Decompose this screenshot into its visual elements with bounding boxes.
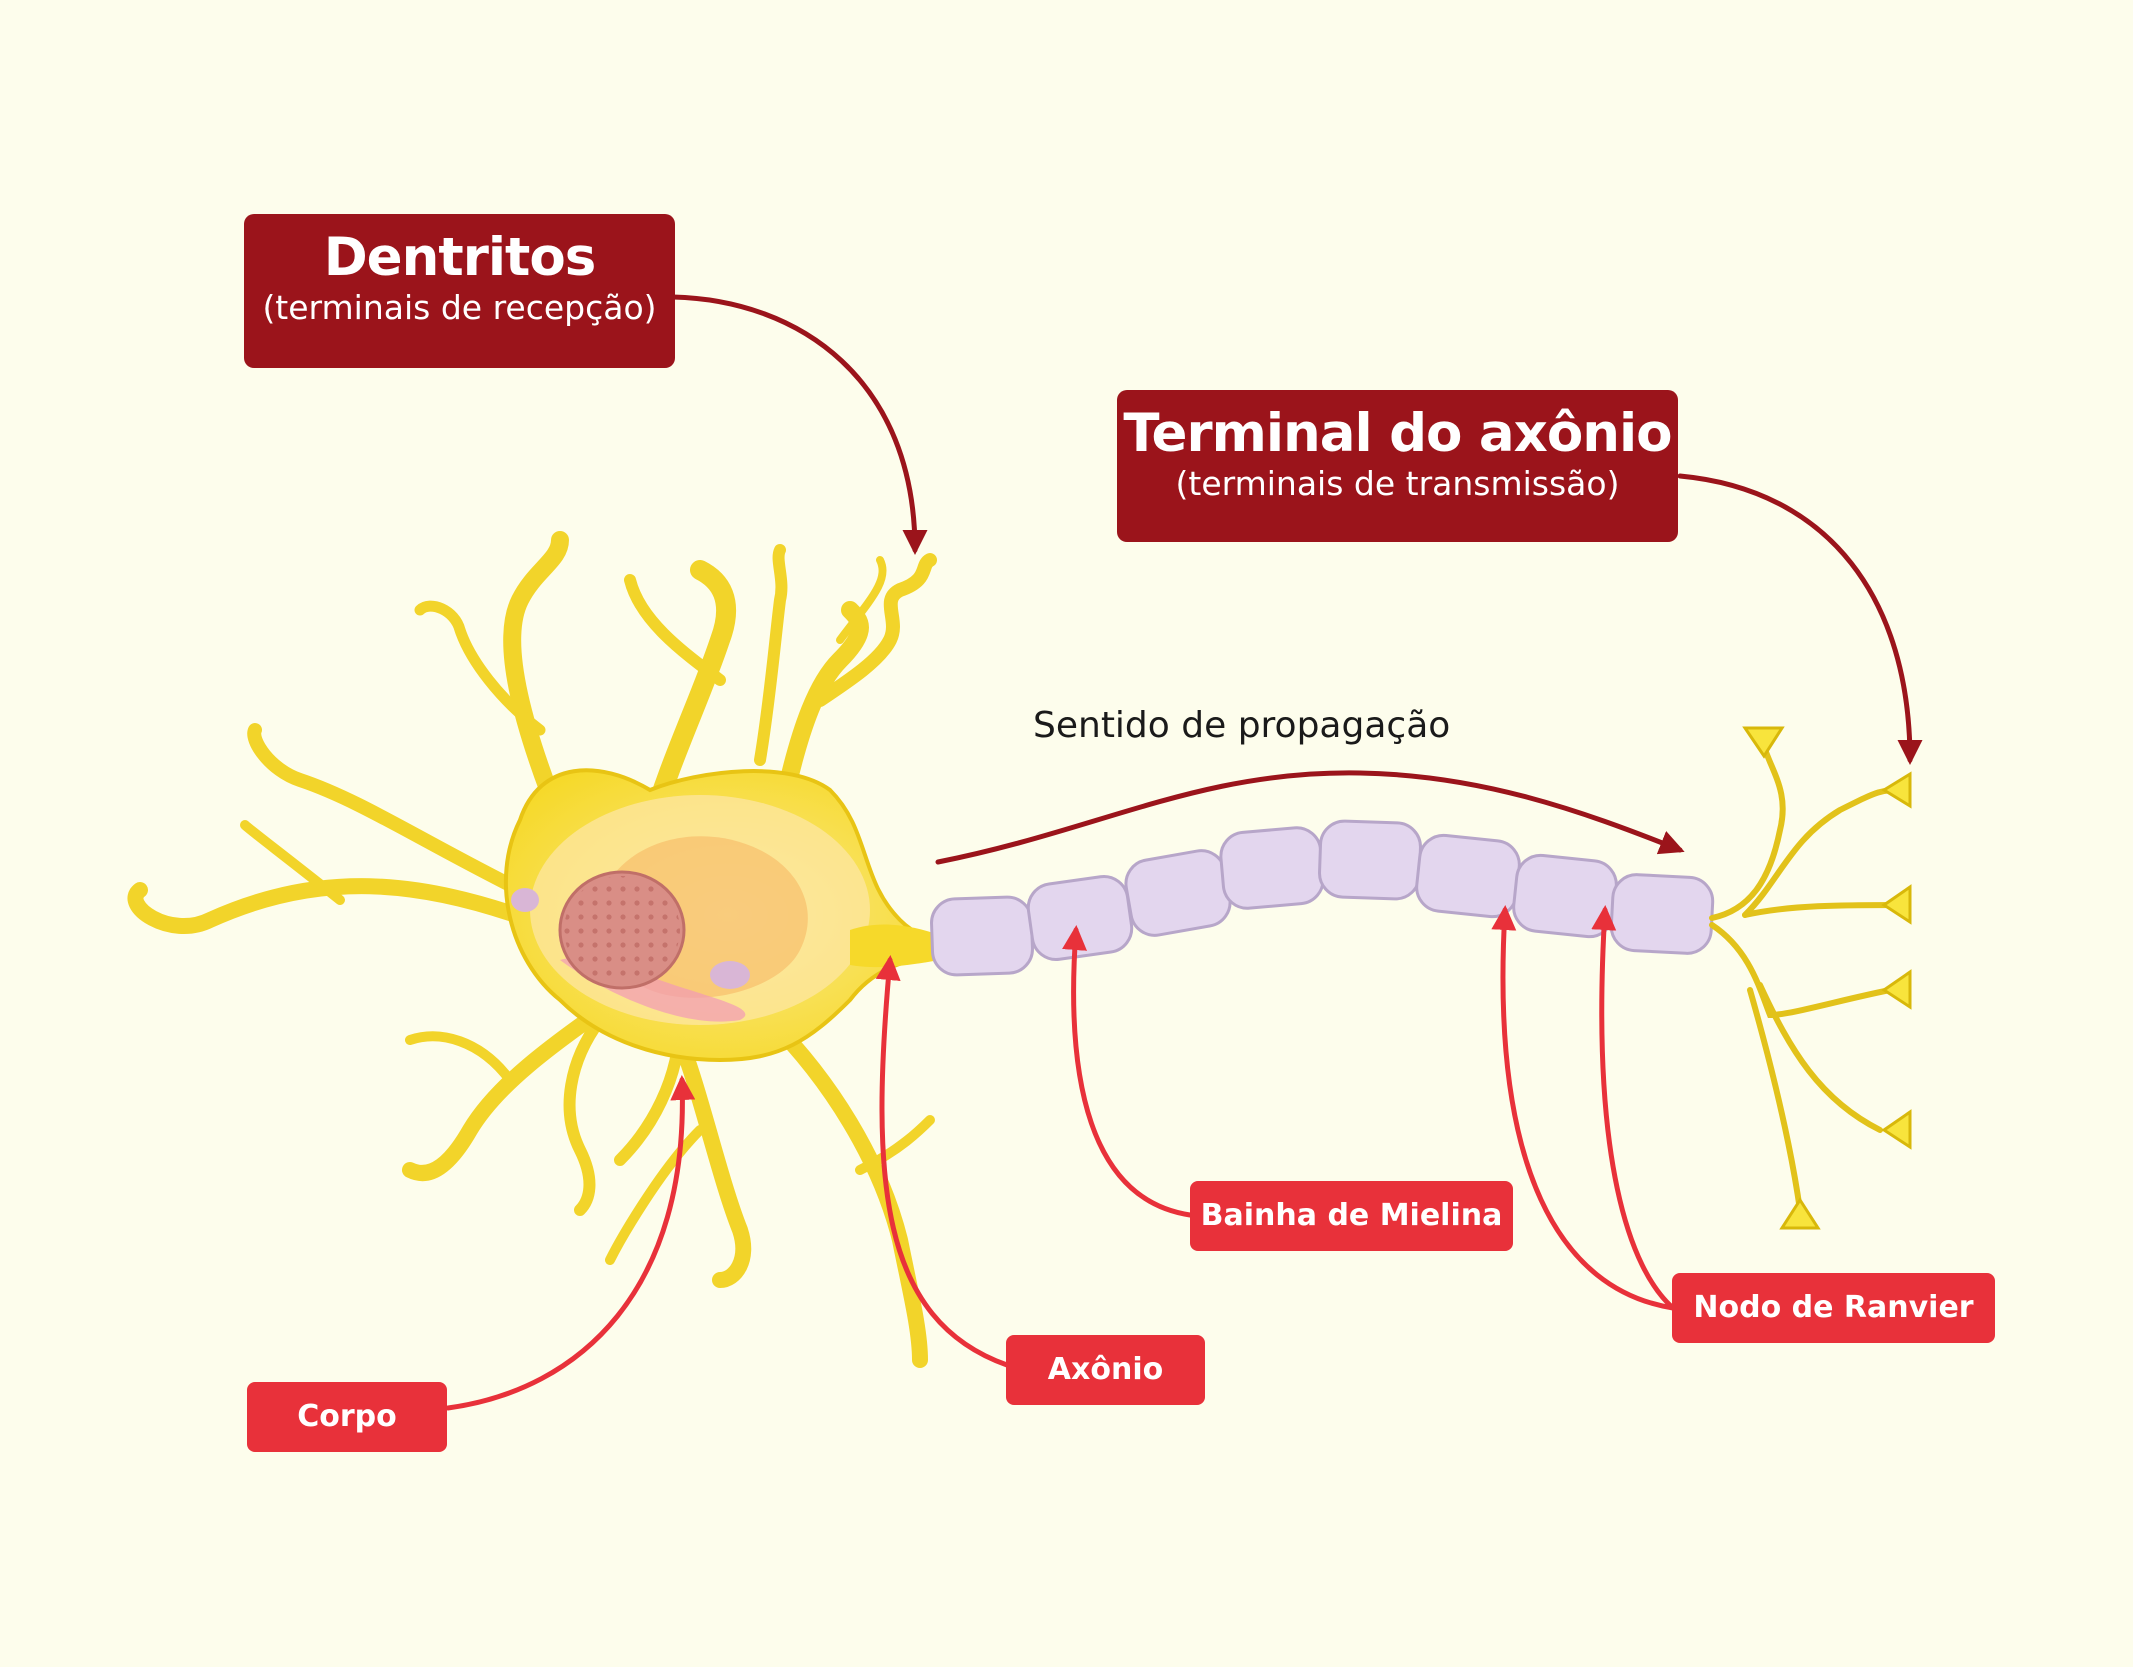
axon-terminals (1709, 737, 1908, 1213)
label-nodo-ranvier: Nodo de Ranvier (1672, 1273, 1995, 1343)
arrow-icon (445, 294, 1923, 1411)
propagation-direction-label: Sentido de propagação (1033, 705, 1451, 746)
synaptic-buttons (1742, 726, 1912, 1230)
label-terminal-axonio-subtitle: (terminais de transmissão) (1175, 464, 1620, 503)
label-corpo: Corpo (247, 1382, 447, 1452)
label-terminal-axonio-title: Terminal do axônio (1123, 403, 1672, 464)
dendrites (127, 531, 937, 1368)
myelin-sheath (930, 819, 1715, 977)
label-dentritos-subtitle: (terminais de recepção) (262, 288, 657, 327)
label-dentritos: Dentritos (terminais de recepção) (244, 214, 675, 368)
label-terminal-axonio: Terminal do axônio (terminais de transmi… (1117, 390, 1678, 542)
label-bainha-mielina: Bainha de Mielina (1190, 1181, 1513, 1251)
label-dentritos-title: Dentritos (323, 227, 597, 288)
label-axonio: Axônio (1006, 1335, 1205, 1405)
